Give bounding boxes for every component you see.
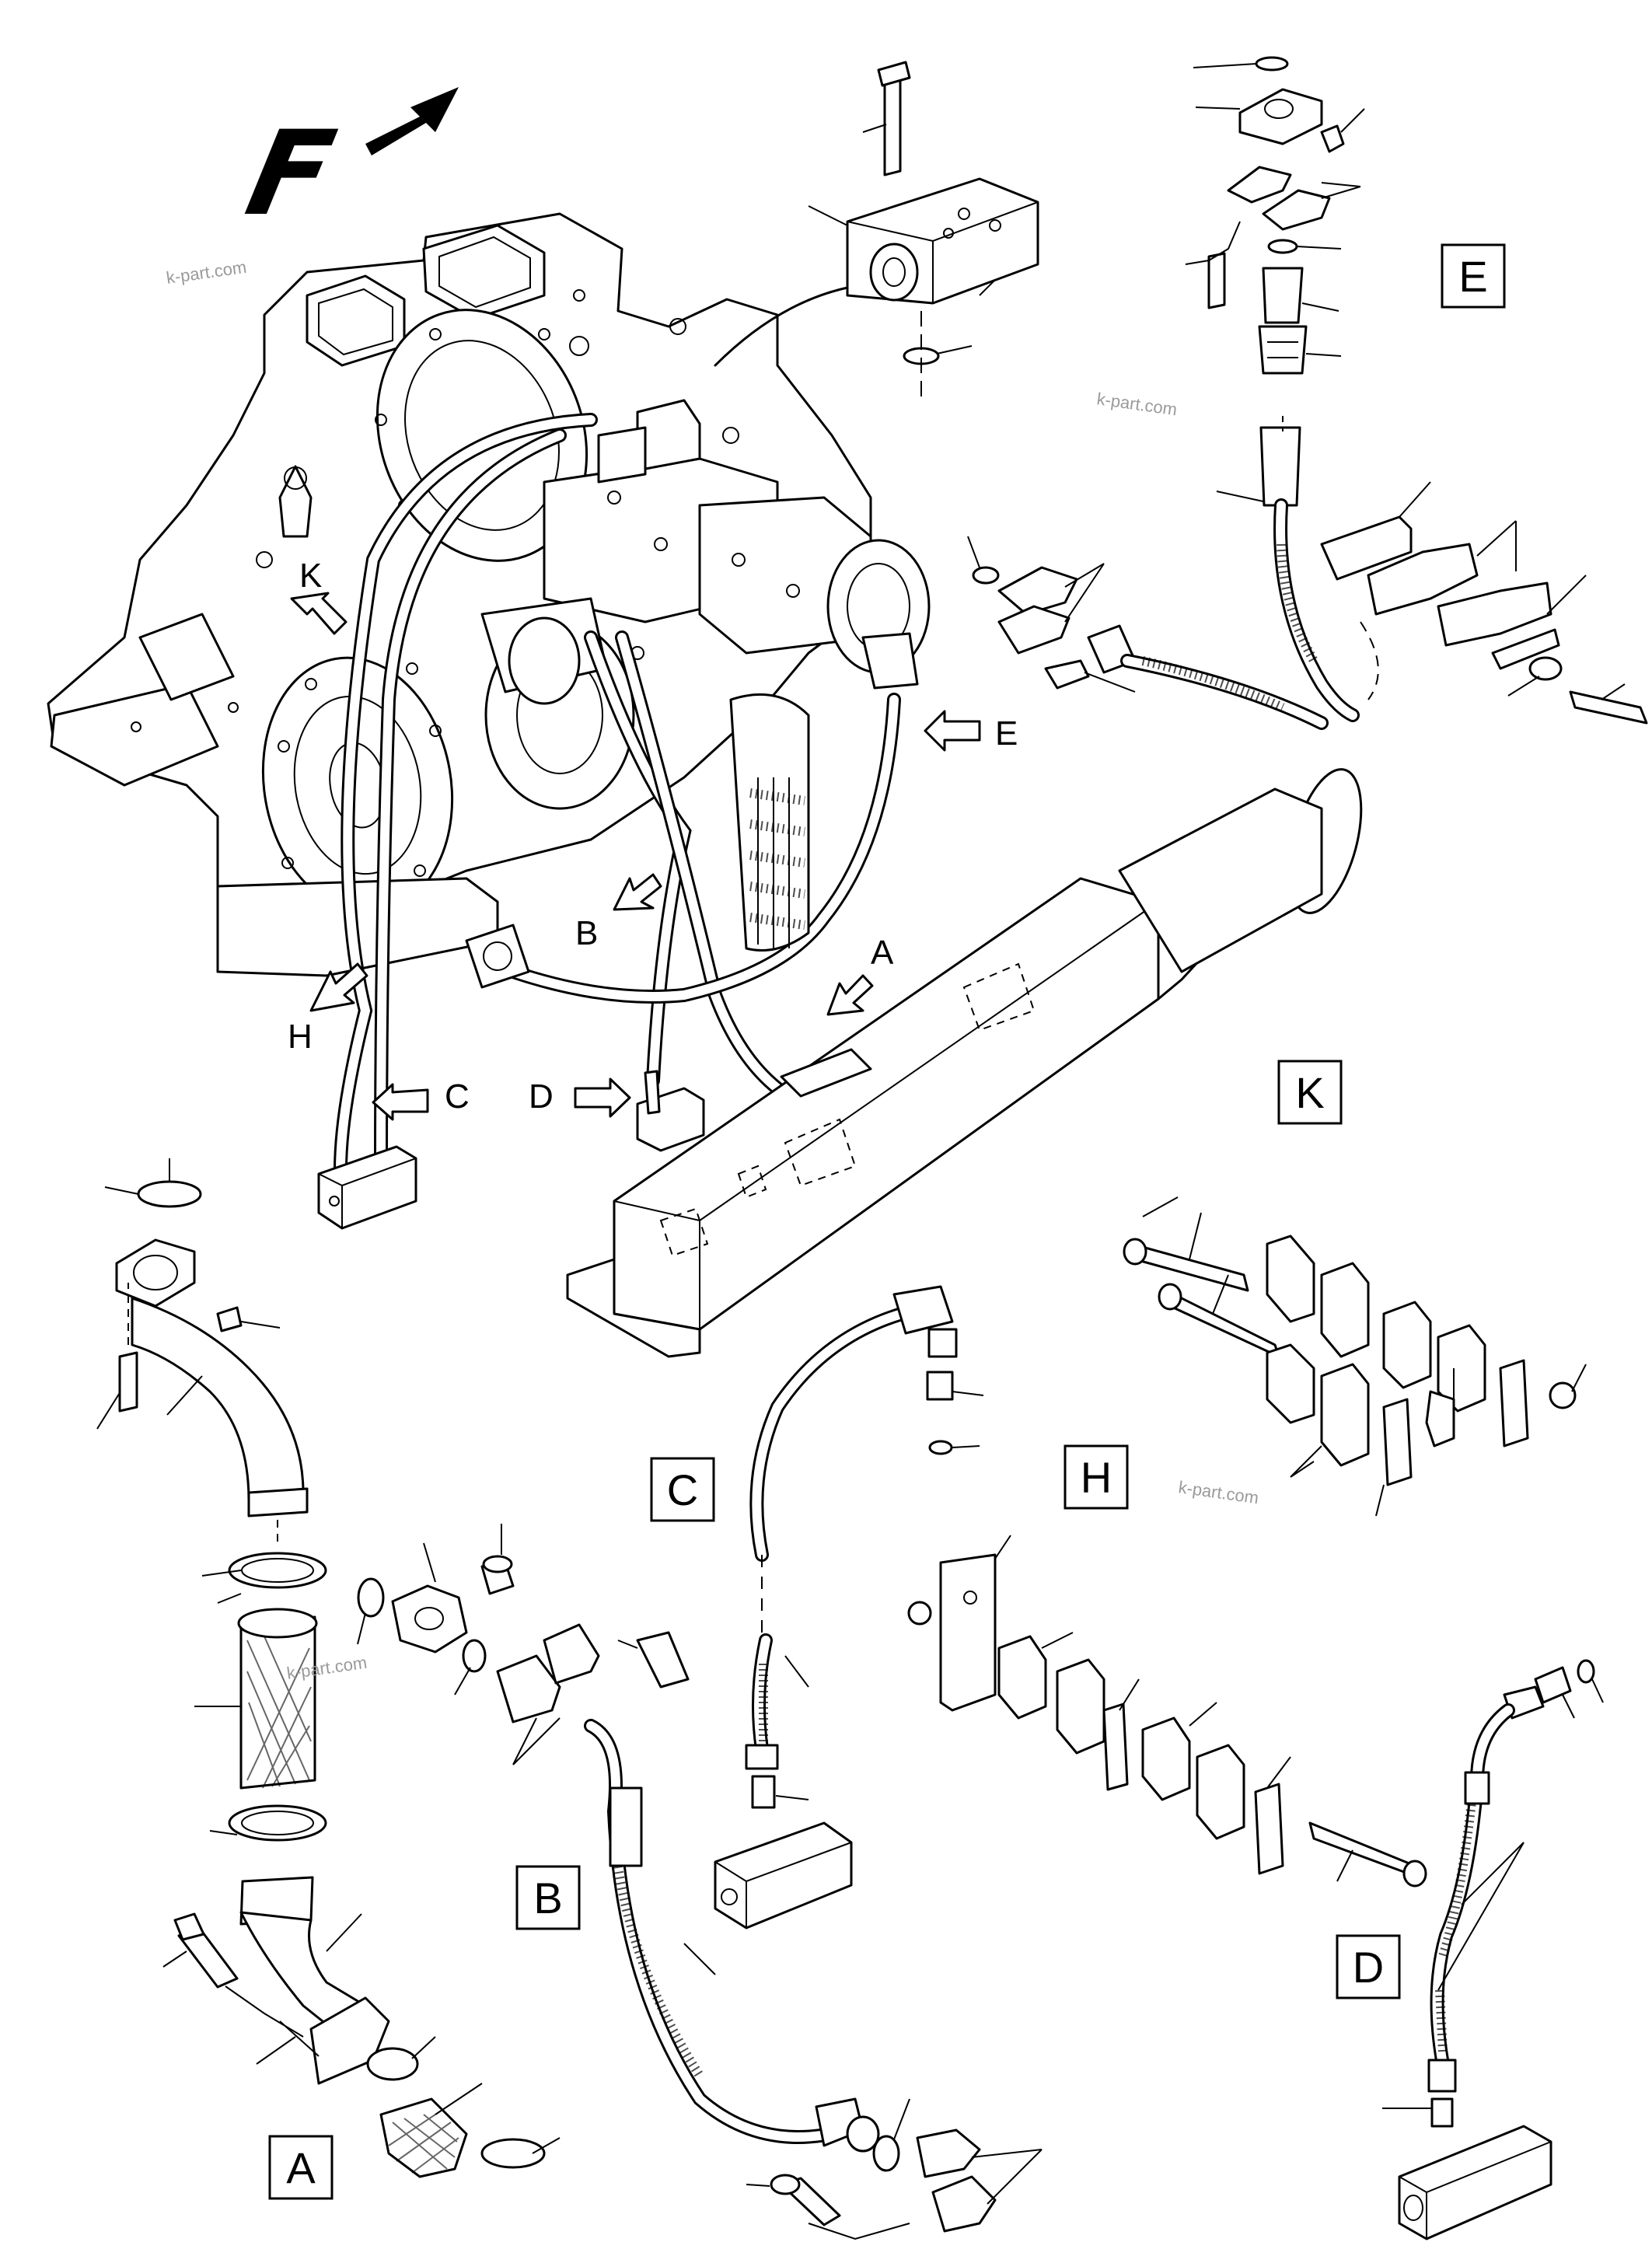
detached-valve-block <box>714 61 1039 404</box>
detail-box-h: H <box>1063 1444 1129 1510</box>
view-label-c: C <box>445 1077 470 1116</box>
watermark: k-part.com <box>165 257 247 288</box>
view-arrow-h <box>290 592 348 635</box>
detail-letter-e: E <box>1458 252 1487 301</box>
detail-letter-a: A <box>286 2143 316 2192</box>
watermark: k-part.com <box>1177 1477 1259 1507</box>
detail-box-b: B <box>515 1865 581 1930</box>
main-view-fittings <box>317 1070 705 1230</box>
detail-box-e: E <box>1441 243 1506 309</box>
detail-box-a: A <box>268 2135 334 2200</box>
view-label-h: K <box>299 557 322 595</box>
view-label-a: A <box>871 934 894 972</box>
detail-letter-k: K <box>1295 1068 1324 1117</box>
detail-c-parts <box>714 1285 984 1929</box>
view-label-d: D <box>529 1077 554 1116</box>
view-label-k: H <box>288 1018 313 1056</box>
detail-k-hints <box>1142 1196 1179 1217</box>
view-arrow-d <box>574 1077 631 1118</box>
detail-letter-b: B <box>533 1874 562 1923</box>
transmission-housing <box>47 212 872 977</box>
view-arrow-b <box>613 873 662 911</box>
orientation-mark: F <box>236 87 459 242</box>
detail-box-d: D <box>1336 1934 1401 1999</box>
detail-box-k: K <box>1277 1060 1343 1125</box>
detail-letter-h: H <box>1081 1453 1112 1502</box>
detail-e-parts <box>967 56 1648 730</box>
detail-box-c: C <box>650 1457 715 1522</box>
detail-a-parts <box>96 1158 561 2178</box>
view-arrow-k <box>309 962 368 1012</box>
view-arrows: K E B A H C D <box>288 557 1018 1121</box>
view-arrow-c <box>372 1083 429 1121</box>
view-arrow-a <box>826 974 874 1016</box>
detail-letter-d: D <box>1353 1943 1384 1992</box>
detail-d-parts <box>1382 1659 1604 2240</box>
control-valve-assembly <box>480 399 931 705</box>
watermark: k-part.com <box>1095 389 1178 419</box>
detail-letter-c: C <box>667 1465 698 1514</box>
view-label-b: B <box>575 914 598 952</box>
view-label-e: E <box>995 714 1018 753</box>
detail-b-parts <box>357 1524 1043 2240</box>
forward-arrow-icon <box>365 87 459 155</box>
view-arrow-e <box>924 710 981 752</box>
main-hoses <box>334 413 901 1204</box>
oil-cooler <box>566 768 1363 1358</box>
orientation-letter: F <box>236 106 345 242</box>
detail-h-parts <box>907 1212 1587 1888</box>
